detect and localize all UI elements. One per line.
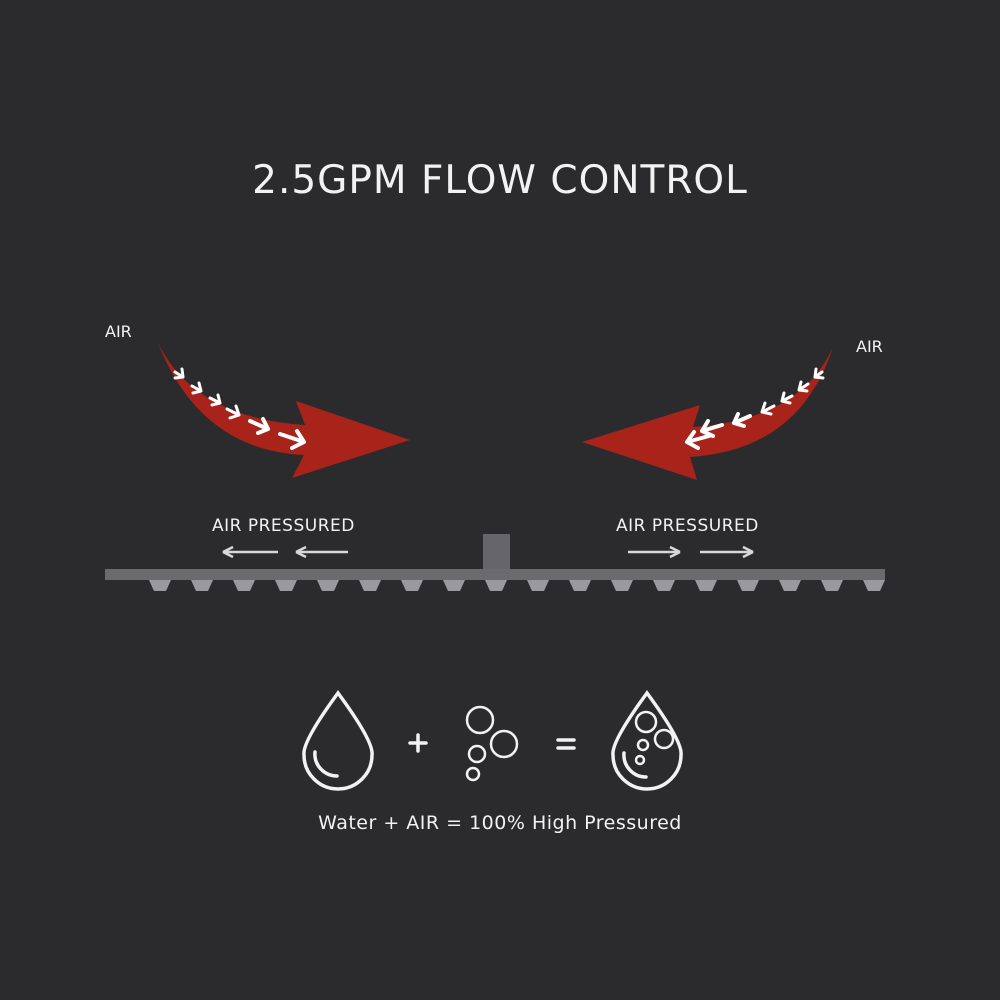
- air-label-right: AIR: [856, 337, 883, 356]
- shower-nozzle: [149, 580, 171, 591]
- air-label-left: AIR: [105, 322, 132, 341]
- shower-head-icon: [105, 534, 885, 591]
- pressure-arrows-left-icon: [222, 545, 348, 559]
- shower-nozzle: [611, 580, 633, 591]
- shower-nozzle: [401, 580, 423, 591]
- bubbles-icon: [465, 705, 519, 782]
- shower-nozzle: [443, 580, 465, 591]
- water-drop-icon: [302, 690, 374, 791]
- shower-nozzle: [191, 580, 213, 591]
- caption: Water + AIR = 100% High Pressured: [318, 812, 682, 834]
- pressure-arrows-right-icon: [628, 545, 754, 559]
- shower-nozzle: [527, 580, 549, 591]
- shower-nozzle: [569, 580, 591, 591]
- shower-nozzle: [485, 580, 507, 591]
- shower-nozzle: [779, 580, 801, 591]
- shower-nozzle: [317, 580, 339, 591]
- water-drop-with-bubbles-icon: [611, 690, 683, 791]
- air-flow-arrow-right-icon: [582, 347, 833, 480]
- shower-nozzle: [233, 580, 255, 591]
- shower-nozzle: [863, 580, 885, 591]
- plus-sign: [408, 733, 428, 753]
- equals-sign: [556, 738, 576, 750]
- air-pressured-label-left: AIR PRESSURED: [212, 516, 355, 536]
- shower-nozzle: [359, 580, 381, 591]
- shower-nozzle: [653, 580, 675, 591]
- air-flow-arrow-left-icon: [158, 343, 410, 478]
- air-pressured-label-right: AIR PRESSURED: [616, 516, 759, 536]
- page-title: 2.5GPM FLOW CONTROL: [252, 158, 748, 203]
- shower-nozzle: [695, 580, 717, 591]
- shower-nozzle: [275, 580, 297, 591]
- shower-nozzle: [821, 580, 843, 591]
- shower-nozzle: [737, 580, 759, 591]
